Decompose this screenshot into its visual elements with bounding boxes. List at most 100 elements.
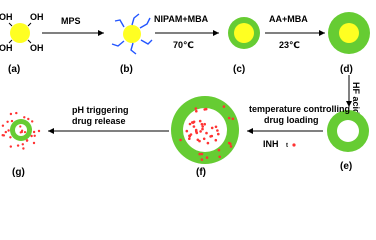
particle-b: (b) bbox=[111, 13, 153, 75]
drug-molecules-g bbox=[1, 111, 41, 150]
label-f: (f) bbox=[196, 167, 206, 177]
synthesis-scheme: OH OH OH OH (a) MPS (b) NIPAM+MBA 70℃ (c… bbox=[0, 12, 370, 177]
silica-core-a bbox=[10, 23, 30, 43]
drug-dot bbox=[214, 138, 218, 142]
hydroxyl-top-right: OH bbox=[30, 12, 44, 22]
drug-dot bbox=[195, 109, 198, 113]
drug-dot bbox=[10, 119, 14, 123]
reagent-mps: MPS bbox=[61, 16, 81, 26]
release-line1: pH triggering bbox=[72, 105, 129, 115]
label-a: (a) bbox=[8, 64, 20, 75]
step-f-g: pH triggering drug release bbox=[48, 105, 169, 134]
drug-dot bbox=[205, 131, 208, 135]
drug-dot bbox=[201, 125, 204, 128]
drug-dot bbox=[229, 145, 233, 148]
silica-core-c bbox=[234, 23, 254, 43]
bond-top-left bbox=[8, 22, 13, 27]
drug-dot bbox=[198, 119, 202, 123]
drug-dot bbox=[200, 122, 204, 126]
drug-dot bbox=[188, 122, 192, 126]
particle-c: (c) bbox=[228, 17, 260, 75]
bond-top-right bbox=[27, 22, 32, 27]
drug-dot bbox=[37, 129, 41, 133]
step-c-d: AA+MBA 23℃ bbox=[265, 14, 325, 50]
reagent-hf-acid: HF acid bbox=[351, 82, 361, 115]
drug-dot bbox=[9, 145, 12, 148]
particle-g: (g) bbox=[1, 111, 41, 177]
step-a-b: MPS bbox=[42, 16, 104, 36]
drug-dot bbox=[227, 116, 231, 120]
drug-dot bbox=[1, 124, 5, 127]
step-d-e: HF acid bbox=[346, 75, 361, 115]
drug-dot bbox=[4, 130, 8, 134]
drug-dot bbox=[205, 156, 209, 159]
drug-dot bbox=[222, 105, 226, 108]
drug-dot bbox=[229, 142, 232, 146]
drug-label-inh: INH bbox=[263, 139, 279, 149]
drug-dot bbox=[32, 141, 36, 145]
hollow-core-g bbox=[15, 124, 27, 136]
drug-dot bbox=[32, 130, 36, 134]
condition-23c: 23℃ bbox=[279, 40, 300, 50]
drug-dot bbox=[218, 155, 221, 159]
silica-core-b bbox=[123, 25, 141, 43]
drug-dot bbox=[21, 143, 24, 146]
reagent-nipam-mba: NIPAM+MBA bbox=[154, 14, 209, 24]
drug-molecules-f bbox=[179, 105, 235, 161]
drug-dot bbox=[30, 134, 33, 138]
drug-dot bbox=[217, 132, 220, 136]
drug-dot bbox=[191, 121, 194, 124]
drug-dot bbox=[231, 117, 235, 121]
drug-dot bbox=[22, 147, 25, 150]
step-b-c: NIPAM+MBA 70℃ bbox=[154, 14, 219, 50]
drug-dot bbox=[185, 129, 189, 133]
drug-dot bbox=[23, 116, 26, 119]
drug-dot bbox=[2, 134, 6, 137]
drug-dot bbox=[206, 141, 210, 145]
reagent-aa-mba: AA+MBA bbox=[269, 14, 308, 24]
drug-dot bbox=[188, 137, 191, 140]
vinyl-groups bbox=[111, 13, 153, 55]
drug-dot bbox=[192, 125, 196, 128]
hydroxyl-bottom-right: OH bbox=[30, 43, 44, 53]
hydroxyl-top-left: OH bbox=[0, 12, 13, 22]
drug-dot bbox=[199, 130, 202, 133]
drug-dot bbox=[20, 130, 23, 134]
drug-legend-dot bbox=[292, 143, 296, 147]
drug-dot bbox=[198, 152, 201, 156]
drug-dot bbox=[27, 117, 30, 121]
drug-dot bbox=[210, 126, 214, 130]
drug-dot bbox=[7, 129, 10, 132]
drug-dot bbox=[189, 133, 193, 136]
particle-a: OH OH OH OH (a) bbox=[0, 12, 44, 75]
step-e-f: temperature controlling drug loading INH… bbox=[247, 104, 350, 149]
particle-e: (e) bbox=[327, 110, 369, 172]
drug-dot bbox=[214, 125, 218, 129]
drug-dot bbox=[9, 136, 12, 139]
drug-dot bbox=[6, 120, 9, 124]
drug-dot bbox=[179, 138, 182, 142]
drug-dot bbox=[195, 130, 198, 133]
drug-dot bbox=[19, 125, 22, 128]
drug-dot bbox=[25, 139, 29, 142]
label-e: (e) bbox=[340, 161, 352, 172]
drug-dot bbox=[200, 158, 204, 161]
particle-d: (d) bbox=[328, 12, 370, 75]
drug-dot bbox=[216, 129, 219, 132]
drug-dot bbox=[15, 111, 18, 115]
drug-dot bbox=[200, 152, 204, 156]
condition-70c: 70℃ bbox=[173, 40, 194, 50]
drug-dot bbox=[16, 144, 20, 147]
label-d: (d) bbox=[340, 64, 353, 75]
drug-dot bbox=[198, 139, 201, 143]
drug-dot bbox=[203, 108, 206, 111]
drug-dot bbox=[194, 107, 198, 110]
drug-dot bbox=[201, 127, 204, 131]
particle-f: (f) bbox=[171, 96, 239, 177]
bond-bottom-left bbox=[8, 39, 13, 44]
bond-bottom-right bbox=[27, 39, 32, 44]
drug-dot bbox=[203, 122, 206, 126]
drug-label-subscript: t bbox=[286, 143, 288, 149]
hollow-core-e bbox=[337, 120, 359, 142]
drug-dot bbox=[9, 112, 13, 116]
